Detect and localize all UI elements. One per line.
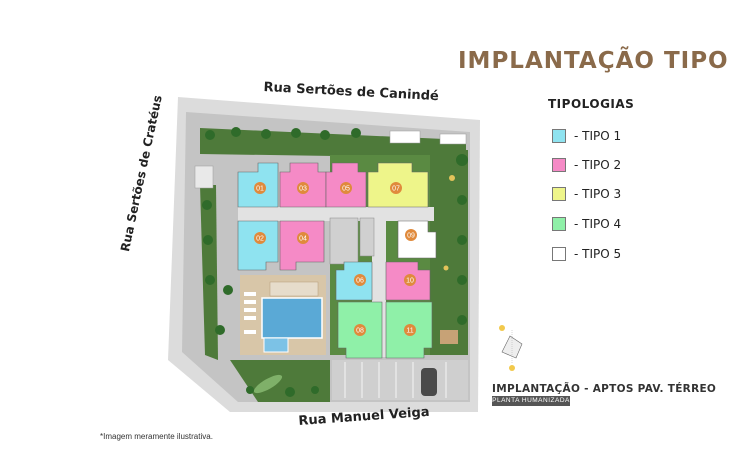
unit-marker-11 — [404, 324, 416, 336]
legend-item-tipo-3: - TIPO 3 — [552, 186, 621, 202]
meter-room — [194, 165, 214, 189]
page-title: IMPLANTAÇÃO TIPO — [458, 48, 729, 74]
unit-number-06: 06 — [356, 278, 364, 285]
legend-item-tipo-2: - TIPO 2 — [552, 157, 621, 173]
unit-number-08: 08 — [356, 328, 364, 335]
unit-marker-10 — [404, 274, 416, 286]
legend-label: - TIPO 4 — [574, 217, 622, 231]
legend-heading: TIPOLOGIAS — [548, 97, 635, 111]
gatehouse — [389, 130, 421, 144]
unit-number-05: 05 — [342, 186, 350, 193]
legend-swatch — [552, 247, 566, 261]
leaf-sculpture — [253, 374, 283, 394]
unit-number-11: 11 — [406, 328, 413, 335]
legend-item-tipo-4: - TIPO 4 — [552, 216, 621, 232]
unit-number-10: 10 — [406, 278, 414, 285]
unit-marker-02 — [254, 232, 266, 244]
elevator-block — [359, 217, 375, 257]
north-arrow-icon — [499, 325, 523, 371]
unit-02 — [237, 220, 279, 271]
unit-marker-06 — [354, 274, 366, 286]
legend-item-tipo-5: - TIPO 5 — [552, 246, 621, 262]
unit-marker-01 — [254, 182, 266, 194]
legend-label: - TIPO 5 — [574, 247, 622, 261]
legend-label: - TIPO 2 — [574, 158, 622, 172]
legend-item-tipo-1: - TIPO 1 — [552, 128, 621, 144]
legend-swatch — [552, 158, 566, 172]
legend-swatch — [552, 129, 566, 143]
unit-number-02: 02 — [256, 236, 264, 243]
plan-badge: PLANTA HUMANIZADA — [492, 396, 570, 406]
sun-loungers — [244, 292, 256, 334]
car — [421, 368, 437, 396]
footnote: *Imagem meramente ilustrativa. — [100, 432, 213, 441]
unit-04 — [279, 220, 325, 271]
grass-area-left — [200, 185, 218, 360]
pergola — [269, 281, 319, 297]
plan-subtitle: IMPLANTAÇÃO - APTOS PAV. TÉRREO — [492, 383, 717, 395]
unit-number-03: 03 — [299, 186, 307, 193]
unit-number-09: 09 — [407, 233, 415, 240]
pool — [261, 297, 323, 339]
unit-marker-03 — [297, 182, 309, 194]
legend-swatch — [552, 187, 566, 201]
trees — [202, 127, 468, 397]
unit-marker-04 — [297, 232, 309, 244]
trash-room — [439, 133, 467, 145]
unit-number-04: 04 — [299, 236, 307, 243]
unit-number-01: 01 — [256, 186, 264, 193]
unit-marker-08 — [354, 324, 366, 336]
unit-marker-09 — [405, 229, 417, 241]
stairs-block — [329, 217, 359, 265]
parking-area — [332, 360, 468, 400]
unit-number-07: 07 — [392, 186, 400, 193]
unit-marker-07 — [390, 182, 402, 194]
kids-pool — [263, 337, 289, 353]
parking-lines — [344, 362, 447, 398]
unit-markers: 01 02 03 04 05 06 07 08 09 10 11 — [254, 182, 417, 336]
legend-label: - TIPO 1 — [574, 129, 622, 143]
playground — [440, 175, 458, 344]
unit-marker-05 — [340, 182, 352, 194]
unit-06 — [335, 261, 373, 301]
legend-swatch — [552, 217, 566, 231]
legend-label: - TIPO 3 — [574, 187, 622, 201]
